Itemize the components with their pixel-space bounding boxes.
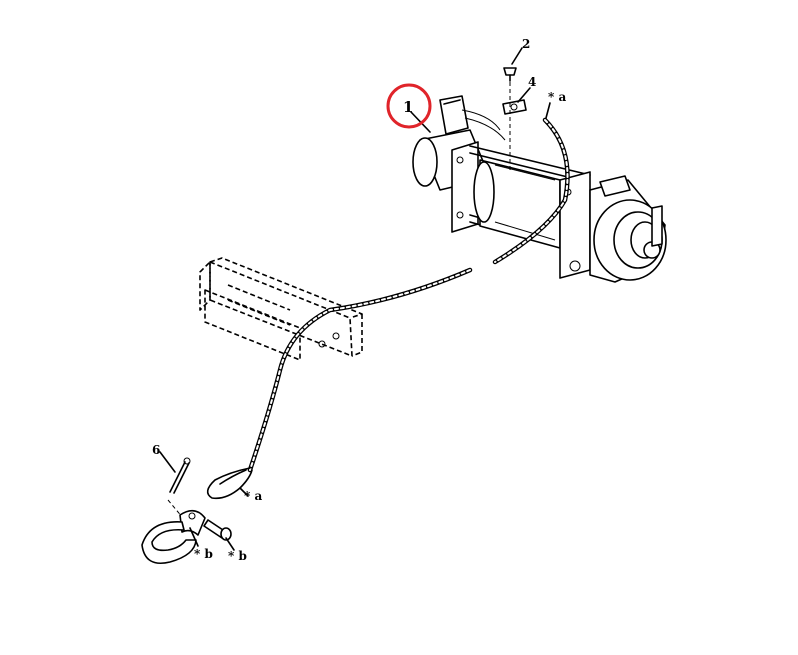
screw [503,67,517,82]
wire-rope [206,117,570,500]
highlight-circle [386,83,432,129]
callout-item-6: 6 [152,443,160,457]
fairlead [199,257,363,361]
hook-bolt [203,519,232,541]
callout-item-1: 1 [403,98,413,116]
mount-bracket [502,82,527,170]
callout-b-right: * b [228,549,247,563]
hook [141,509,206,564]
winch-assembly [412,95,667,283]
callout-a-bottom: * a [244,489,262,503]
leader-lines [159,47,551,551]
callout-a-top: * a [548,90,566,104]
callout-item-4: 4 [528,75,536,89]
cotter-pin [167,457,191,519]
callout-item-2: 2 [522,37,530,51]
callout-b-left: * b [194,547,213,561]
